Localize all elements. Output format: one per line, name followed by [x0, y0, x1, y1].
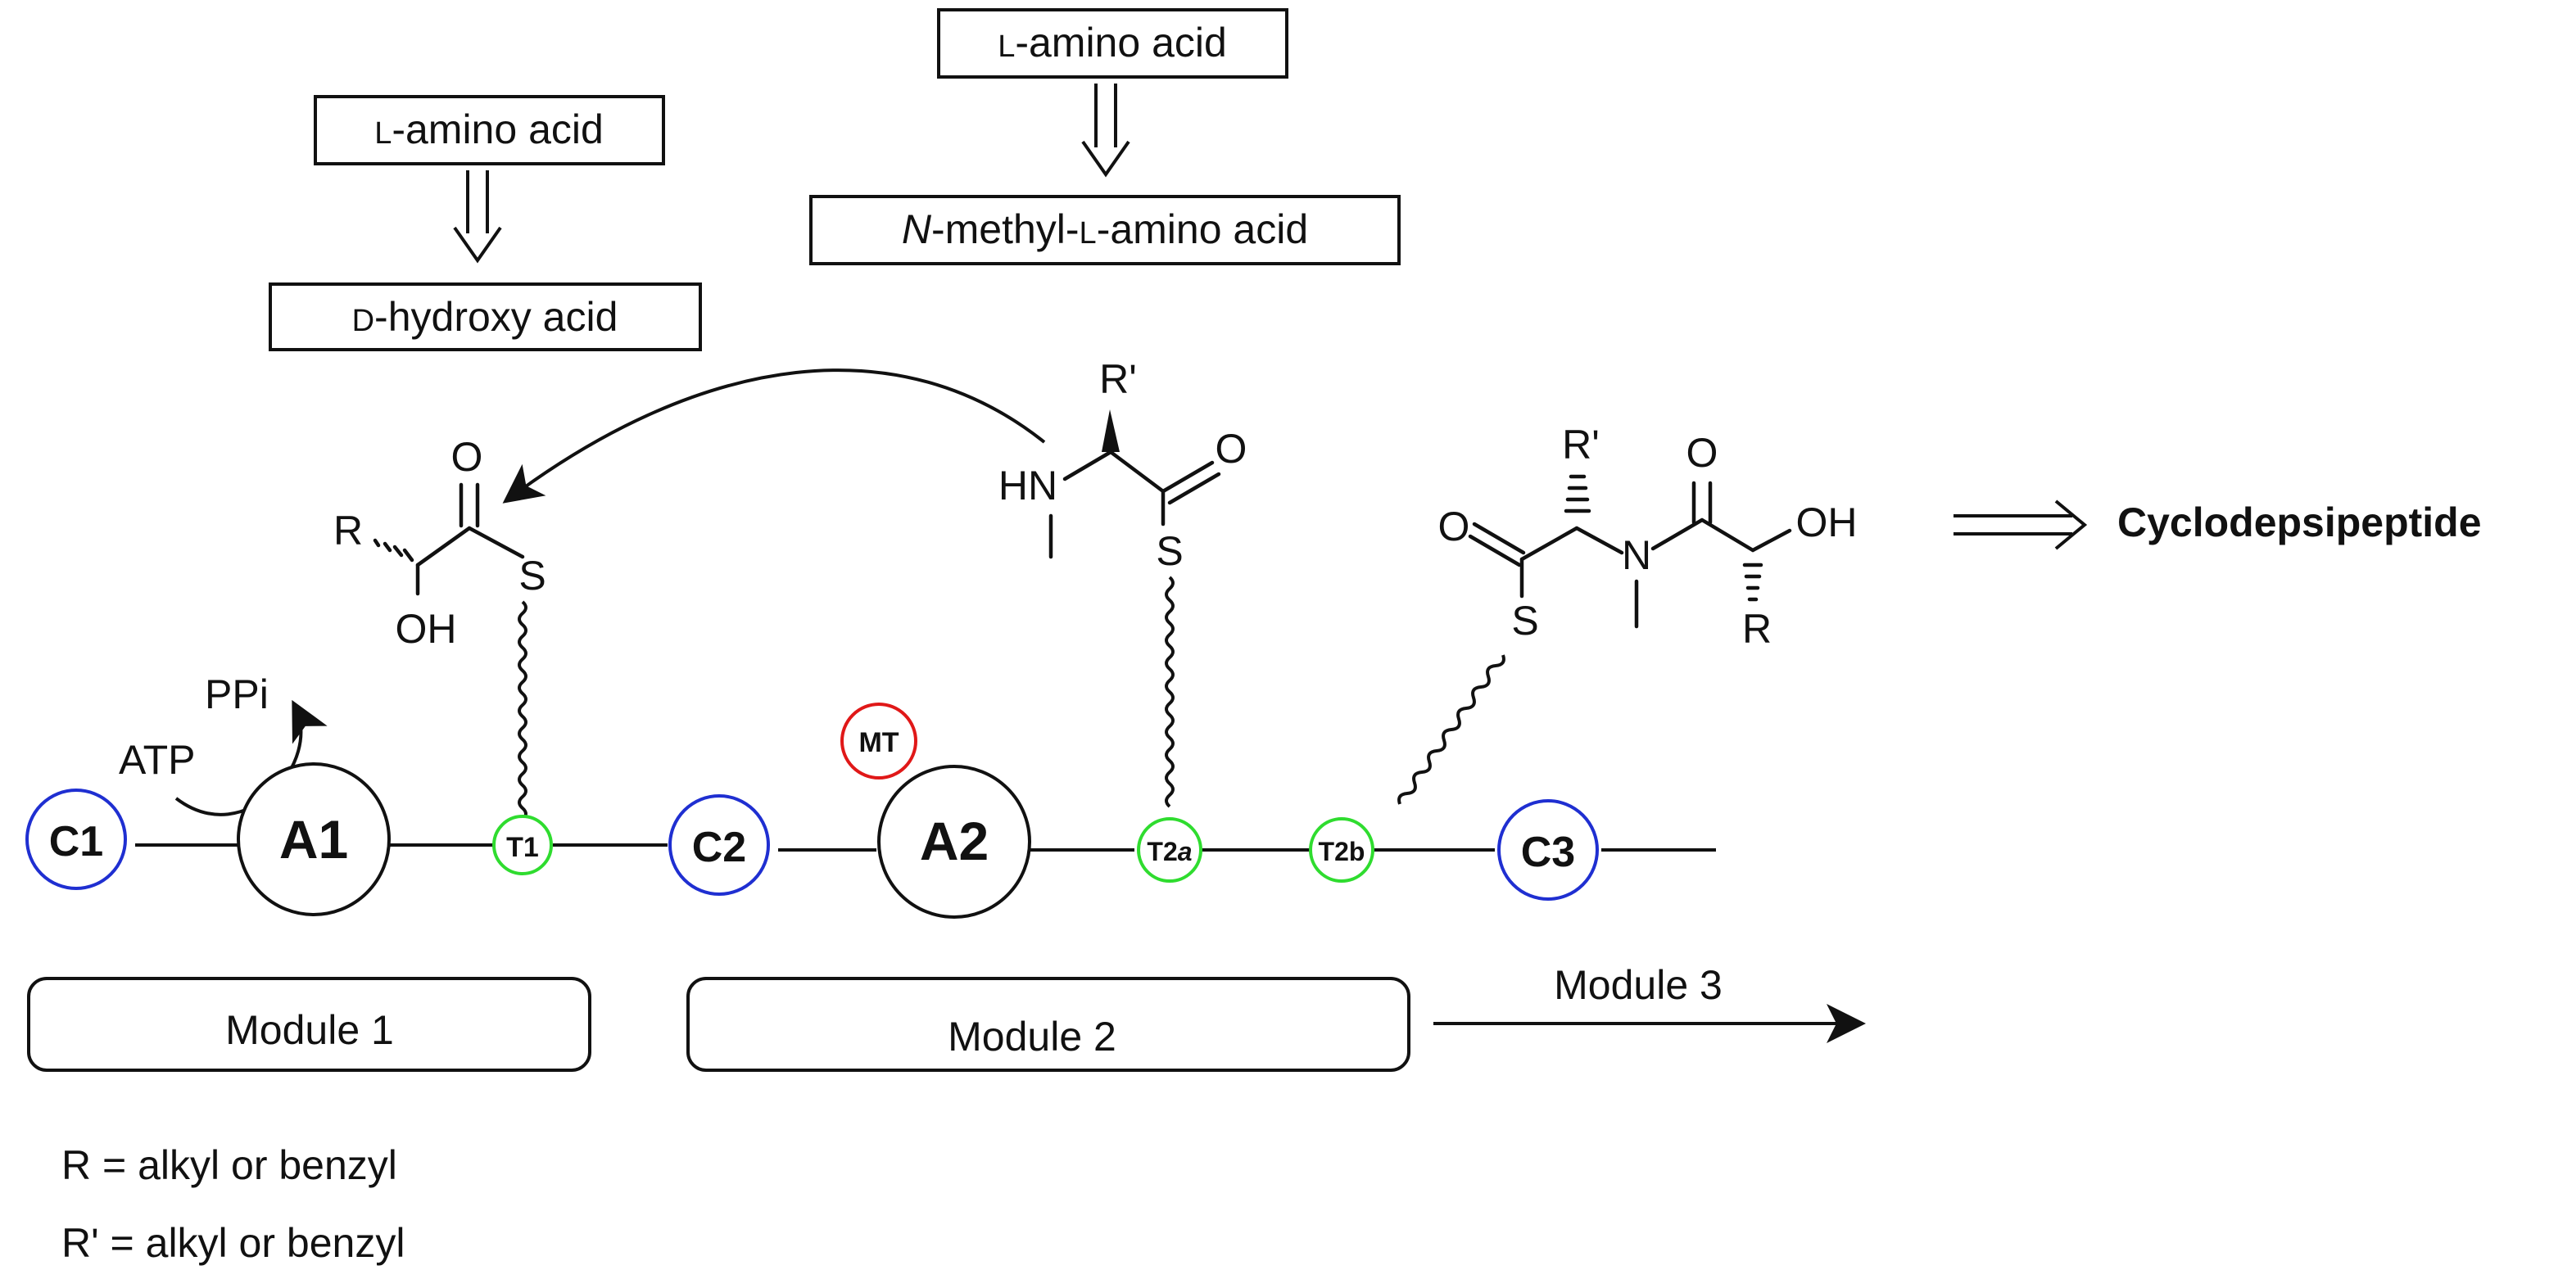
domain-a1: A1 [237, 762, 391, 916]
domain-c1: C1 [25, 789, 127, 890]
svg-text:MT: MT [858, 727, 899, 758]
hydroxyacyl-thioester: O S R OH [333, 434, 546, 821]
domain-t2b: T2b [1309, 817, 1374, 883]
module-3-label: Module 3 [1554, 962, 1723, 1008]
pantetheine-arm-t2a [1165, 576, 1175, 808]
atom-hn-mid: HN [998, 463, 1057, 508]
svg-text:A2: A2 [920, 811, 989, 871]
atom-o-mid: O [1216, 426, 1247, 472]
open-arrow-down-left [453, 170, 502, 264]
ppi-label: PPi [205, 671, 269, 717]
pantetheine-arm-t1 [518, 600, 527, 821]
atom-s-mid: S [1156, 528, 1183, 574]
domain-t2a: T2a [1137, 817, 1202, 883]
atom-oh-left: OH [396, 606, 457, 652]
atom-r-prime-right: R' [1562, 422, 1600, 468]
n-methyl-aminoacyl-thioester: R' HN O S [998, 356, 1247, 808]
transfer-arrow [502, 368, 1046, 504]
box-d-hydroxy-acid-label: D-hydroxy acid [352, 294, 618, 340]
svg-text:A1: A1 [279, 809, 348, 870]
atp-label: ATP [119, 737, 196, 783]
box-l-amino-acid-right: L-amino acid [937, 8, 1288, 79]
svg-text:Module 2: Module 2 [948, 1014, 1116, 1060]
atom-r-left: R [333, 508, 363, 554]
box-d-hydroxy-acid: D-hydroxy acid [269, 282, 702, 351]
open-arrow-down-right [1081, 84, 1130, 178]
svg-text:C2: C2 [692, 824, 746, 871]
box-n-methyl-amino-acid: N-methyl-L-amino acid [809, 195, 1401, 265]
box-l-amino-acid-right-label: L-amino acid [998, 20, 1227, 66]
product-label: Cyclodepsipeptide [2117, 499, 2482, 545]
svg-text:T1: T1 [506, 832, 539, 863]
module-1-box: Module 1 [27, 977, 591, 1072]
domain-mt: MT [840, 703, 917, 780]
atom-o-right-2: O [1686, 430, 1718, 476]
depsipeptidyl-thioester: O S R' N O OH R [1397, 422, 1858, 805]
wedge-bond-mid [1102, 409, 1120, 452]
atom-r-prime-mid: R' [1099, 356, 1137, 402]
pantetheine-arm-t2b [1397, 654, 1505, 805]
box-l-amino-acid-left: L-amino acid [314, 95, 665, 165]
box-n-methyl-amino-acid-label: N-methyl-L-amino acid [902, 206, 1308, 252]
atom-r-right: R [1742, 606, 1772, 652]
svg-text:T2b: T2b [1319, 837, 1365, 866]
atom-o-right-1: O [1438, 504, 1470, 549]
atom-s-right: S [1511, 598, 1538, 644]
atom-s-left: S [518, 553, 546, 599]
domain-c3: C3 [1497, 799, 1599, 901]
box-l-amino-acid-left-label: L-amino acid [374, 106, 604, 152]
svg-text:T2a: T2a [1147, 837, 1192, 866]
svg-text:C3: C3 [1521, 829, 1575, 876]
atom-oh-right: OH [1796, 499, 1858, 545]
domain-a2: A2 [877, 765, 1031, 919]
atom-n-right: N [1622, 532, 1651, 578]
legend-r-prime: R' = alkyl or benzyl [61, 1220, 405, 1266]
legend-r: R = alkyl or benzyl [61, 1142, 397, 1188]
module-2-box: Module 2 [686, 977, 1410, 1072]
nrps-backbone [135, 843, 1716, 852]
svg-text:C1: C1 [49, 818, 103, 865]
svg-text:Module 1: Module 1 [225, 1007, 394, 1053]
product-arrow [1954, 499, 2088, 550]
atom-o-left: O [451, 434, 483, 480]
domain-c2: C2 [668, 794, 770, 896]
domain-t1: T1 [492, 815, 553, 875]
